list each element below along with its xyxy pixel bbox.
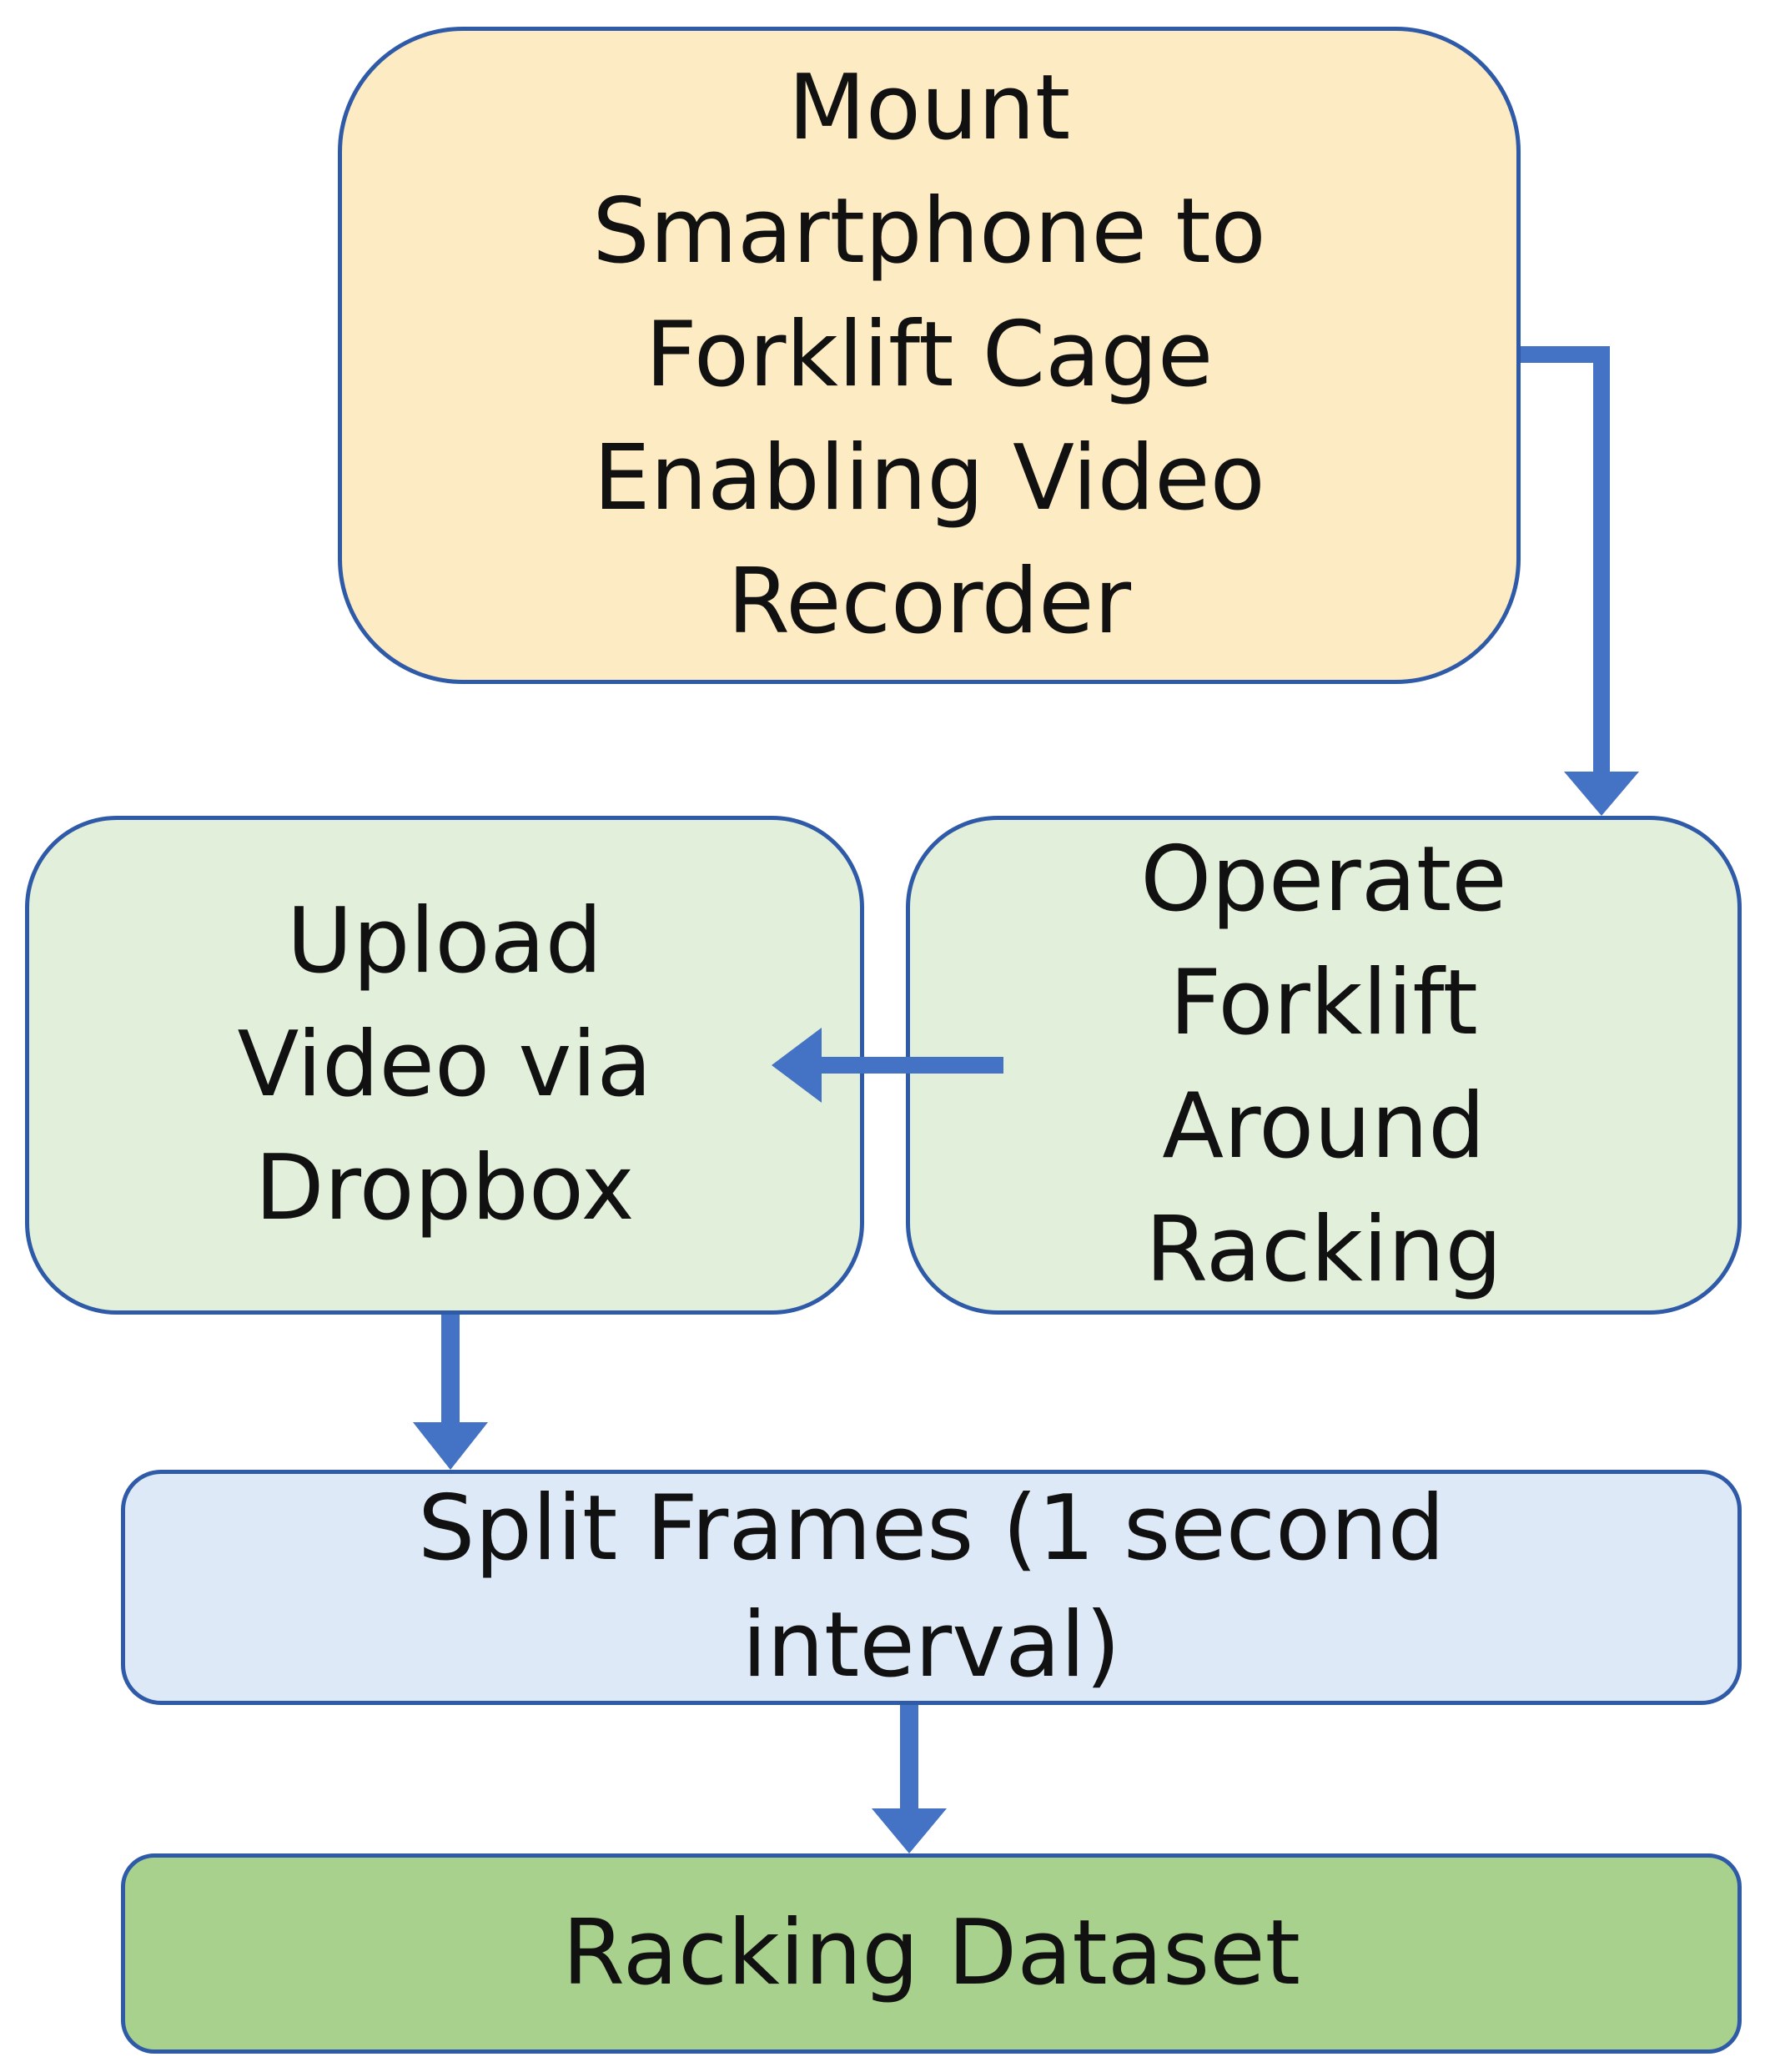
edge-upload-to-split (413, 1315, 488, 1470)
node-mount-smartphone: Mount Smartphone to Forklift Cage Enabli… (338, 27, 1521, 684)
node-racking-dataset: Racking Dataset (121, 1853, 1742, 2054)
edge-mount-to-operate (1521, 346, 1639, 816)
node-split-frames: Split Frames (1 second interval) (121, 1470, 1742, 1705)
node-operate-forklift: Operate Forklift Around Racking (906, 816, 1742, 1315)
node-upload-video: Upload Video via Dropbox (25, 816, 864, 1315)
edge-split-to-dataset (872, 1705, 947, 1853)
